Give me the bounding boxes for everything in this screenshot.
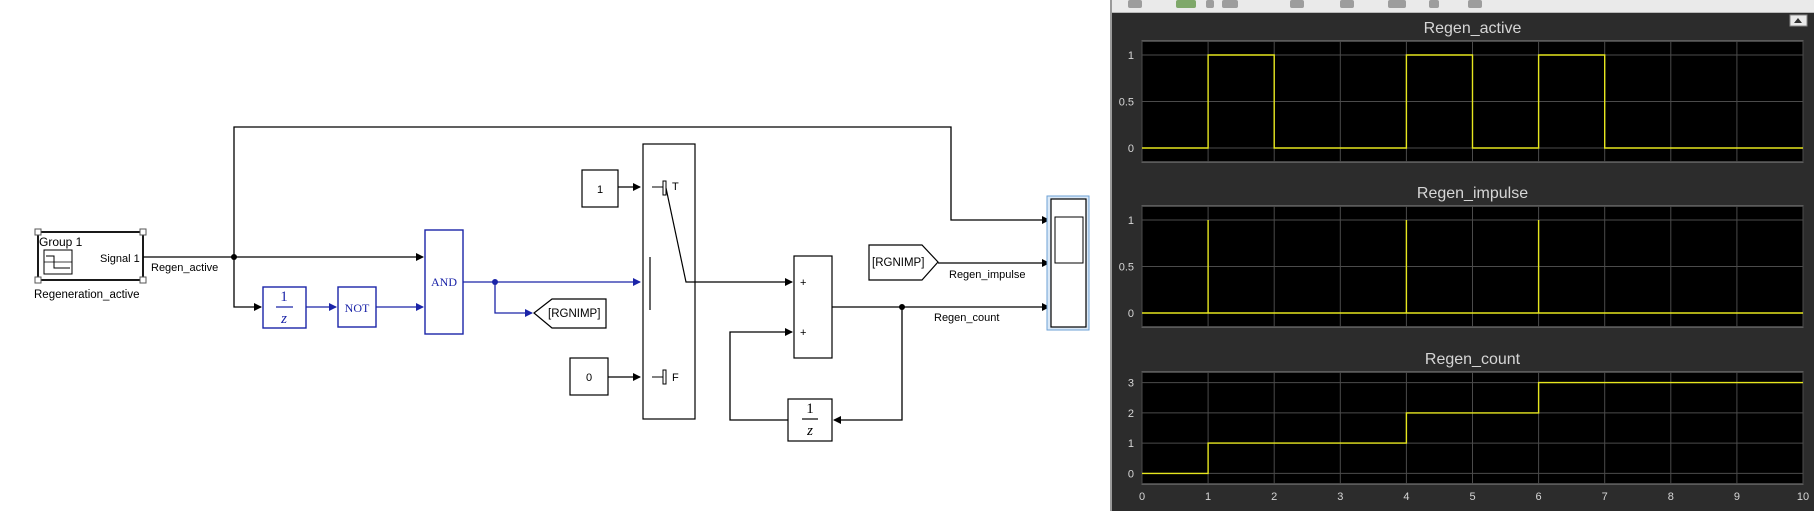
- constant-true-value: 1: [597, 184, 603, 196]
- regen-count-line[interactable]: [832, 303, 1050, 424]
- unit-delay-denominator: z: [280, 311, 287, 327]
- y-tick-label: 1: [1128, 215, 1134, 227]
- scope-block[interactable]: [1046, 195, 1090, 331]
- x-tick-label: 3: [1337, 491, 1343, 503]
- stop-icon[interactable]: [1222, 0, 1238, 8]
- y-tick-label: 3: [1128, 378, 1134, 390]
- not-block-label: NOT: [345, 301, 370, 315]
- scope-icon: [1054, 216, 1084, 264]
- regen-impulse-line-label: Regen_impulse: [949, 269, 1025, 281]
- y-tick-label: 0: [1128, 468, 1134, 480]
- cursor-icon[interactable]: [1429, 0, 1439, 8]
- unit-delay-numerator: 1: [280, 289, 288, 305]
- signal-builder-name: Regeneration_active: [34, 289, 140, 301]
- y-tick-label: 0.5: [1119, 97, 1134, 109]
- x-tick-label: 9: [1734, 491, 1740, 503]
- y-tick-label: 0.5: [1119, 262, 1134, 274]
- and-block-label: AND: [431, 275, 457, 289]
- constant-true-block[interactable]: 1: [581, 169, 619, 208]
- plot-title: Regen_impulse: [1417, 185, 1528, 202]
- run-icon[interactable]: [1176, 0, 1196, 8]
- undock-icon[interactable]: [1789, 14, 1808, 27]
- sum-sign-1: +: [800, 277, 806, 289]
- switch-port-false: F: [672, 372, 679, 384]
- feedback-delay-block[interactable]: 1 z: [787, 398, 833, 442]
- y-tick-label: 2: [1128, 408, 1134, 420]
- model-canvas[interactable]: Group 1 Signal 1 Regeneration_active Reg…: [0, 0, 1108, 511]
- constant-false-value: 0: [586, 372, 592, 384]
- regen-count-line-label: Regen_count: [934, 312, 999, 324]
- plot-title: Regen_active: [1424, 20, 1522, 37]
- signal-trace: [1142, 381, 1803, 475]
- switch-port-true: T: [672, 181, 679, 193]
- x-tick-label: 2: [1271, 491, 1277, 503]
- sum-block[interactable]: + +: [793, 255, 833, 359]
- scope-toolbar: [1112, 0, 1814, 13]
- signal-builder-block[interactable]: Group 1 Signal 1: [34, 228, 147, 284]
- and-block[interactable]: AND: [424, 229, 464, 335]
- measure-icon[interactable]: [1468, 0, 1482, 8]
- x-tick-label: 10: [1797, 491, 1809, 503]
- x-tick-label: 7: [1602, 491, 1608, 503]
- from-tag-label: [RGNIMP]: [872, 257, 924, 269]
- switch-block[interactable]: T F: [642, 143, 696, 420]
- plot-title: Regen_count: [1425, 351, 1521, 368]
- feedback-line[interactable]: [729, 328, 793, 421]
- scope-plots: 00.51Regen_active00.51Regen_impulse0123R…: [1119, 14, 1809, 503]
- signal-builder-icon: [43, 249, 73, 275]
- x-tick-label: 8: [1668, 491, 1674, 503]
- feedback-delay-denominator: z: [806, 423, 813, 439]
- zoom-icon[interactable]: [1340, 0, 1354, 8]
- model-diagram: Group 1 Signal 1 Regeneration_active Reg…: [34, 126, 1090, 442]
- x-tick-label: 0: [1139, 491, 1145, 503]
- not-block[interactable]: NOT: [337, 286, 377, 328]
- goto-tag-label: [RGNIMP]: [548, 308, 600, 320]
- step-icon[interactable]: [1206, 0, 1214, 8]
- regen-active-line-label: Regen_active: [151, 262, 218, 274]
- x-tick-label: 4: [1403, 491, 1409, 503]
- signal-trace: [1142, 54, 1803, 149]
- from-block[interactable]: [RGNIMP]: [868, 244, 939, 281]
- y-tick-label: 0: [1128, 308, 1134, 320]
- y-tick-label: 1: [1128, 50, 1134, 62]
- unit-delay-block[interactable]: 1 z: [262, 286, 307, 329]
- signal-builder-signal-label: Signal 1: [100, 253, 140, 265]
- x-tick-label: 6: [1536, 491, 1542, 503]
- autoscale-icon[interactable]: [1388, 0, 1406, 8]
- x-tick-label: 5: [1469, 491, 1475, 503]
- y-tick-label: 0: [1128, 143, 1134, 155]
- x-tick-label: 1: [1205, 491, 1211, 503]
- sum-sign-2: +: [800, 327, 806, 339]
- settings-icon[interactable]: [1128, 0, 1142, 8]
- regen-active-line[interactable]: [143, 126, 1050, 311]
- signal-builder-group-label: Group 1: [39, 235, 83, 249]
- goto-block[interactable]: [RGNIMP]: [533, 298, 607, 329]
- highlight-icon[interactable]: [1290, 0, 1304, 8]
- feedback-delay-numerator: 1: [806, 401, 814, 417]
- y-tick-label: 1: [1128, 438, 1134, 450]
- signal-trace: [1142, 220, 1803, 314]
- constant-false-block[interactable]: 0: [569, 357, 609, 396]
- and-output-line[interactable]: [463, 278, 641, 317]
